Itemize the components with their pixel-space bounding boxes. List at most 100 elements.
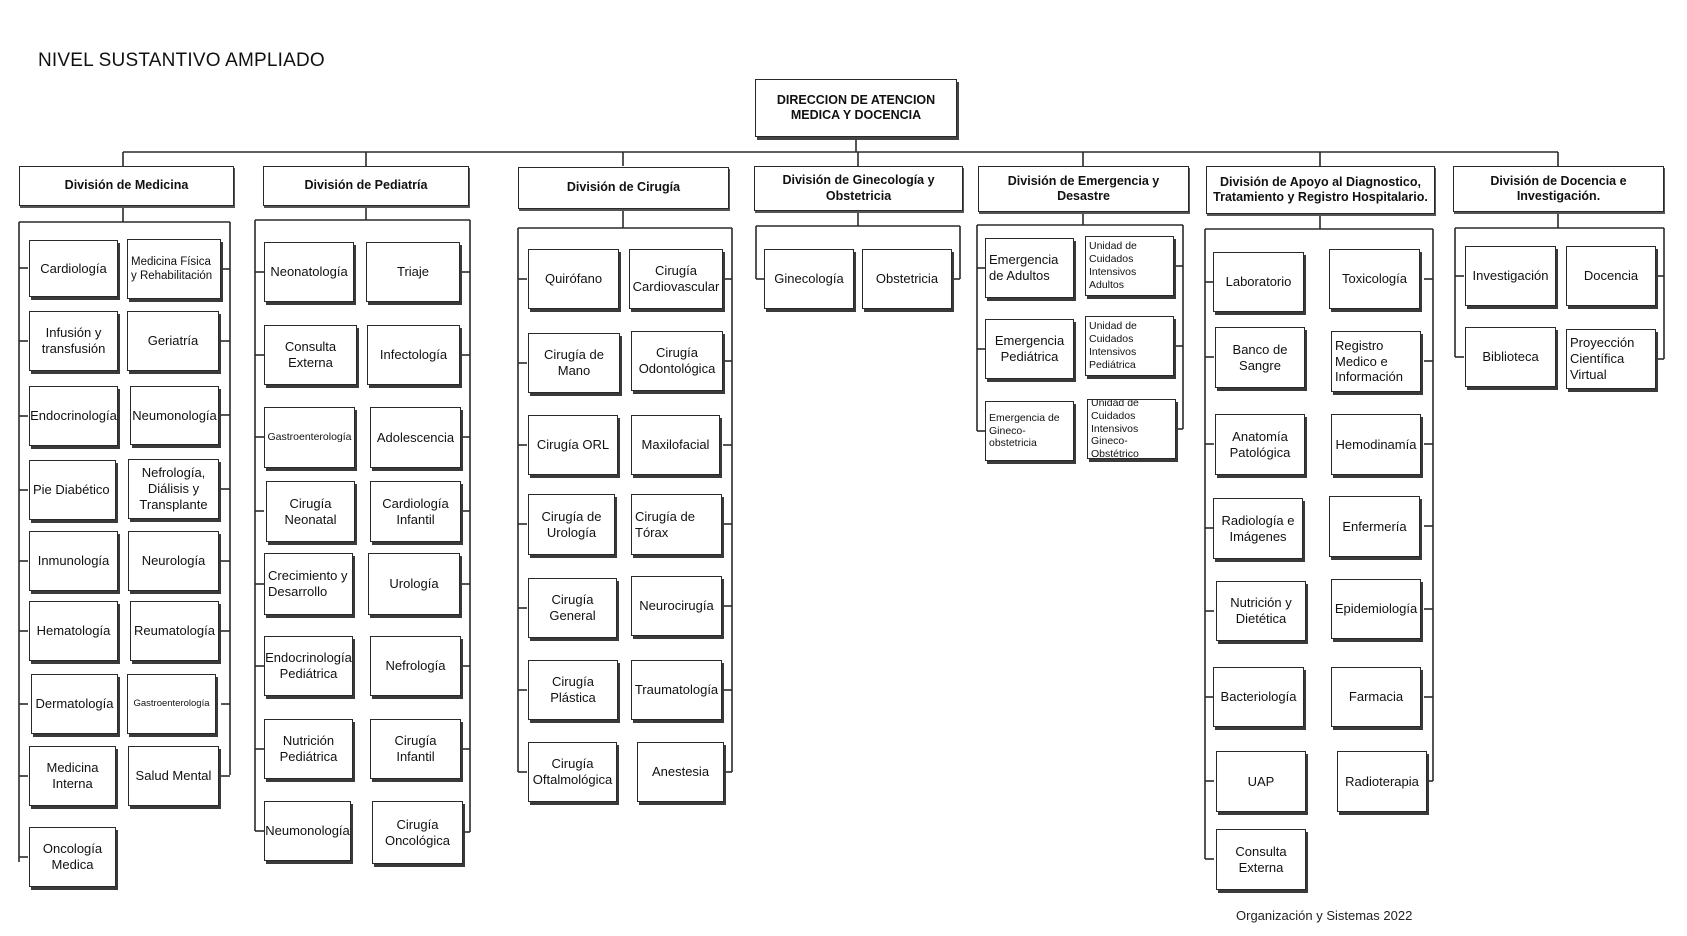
unit-label: Anatomía Patológica [1229,428,1291,460]
unit-label: Endocrinología Pediátrica [265,650,352,681]
unit-cirugia-urologia: Cirugía de Urología [528,494,615,555]
unit-label: Gastroenterología [267,431,352,444]
unit-uci-gineco: Unidad de Cuidados Intensivos Gineco-Obs… [1087,399,1176,459]
unit-neumonologia: Neumonología [130,386,219,445]
unit-label: Medicina Interna [46,760,99,791]
unit-label: Maxilofacial [641,437,710,453]
unit-label: Radioterapia [1345,773,1419,789]
unit-label: Urología [389,576,439,592]
unit-uap: UAP [1216,751,1306,812]
unit-geriatria: Geriatría [127,311,219,371]
unit-dermatologia: Dermatología [31,674,118,734]
unit-label: Neonatología [270,264,348,280]
division-ginecologia: División de Ginecología y Obstetricia [754,166,963,211]
unit-neonatologia: Neonatología [264,242,354,302]
division-emergencia-label: División de Emergencia y Desastre [1007,173,1160,203]
unit-label: Farmacia [1348,689,1404,705]
unit-label: Nutrición y Dietética [1230,595,1292,626]
unit-endocrinologia: Endocrinología [29,386,118,446]
unit-label: Radiología e Imágenes [1221,512,1295,544]
unit-banco-sangre: Banco de Sangre [1215,327,1305,388]
division-docencia: División de Docencia e Investigación. [1453,166,1664,212]
unit-label: Infusión y transfusión [41,325,106,356]
division-emergencia: División de Emergencia y Desastre [978,166,1189,212]
unit-label: Triaje [396,264,430,280]
unit-label: Docencia [1583,268,1639,284]
unit-cirugia-orl: Cirugía ORL [528,415,618,475]
unit-registro-medico: Registro Medico e Información [1331,331,1421,392]
unit-medicina-fisica: Medicina Física y Rehabilitación [127,239,221,299]
unit-cirugia-oftalmologica: Cirugía Oftalmológica [528,742,617,802]
unit-neurologia: Neurología [128,531,219,591]
unit-label: Quirófano [544,271,603,287]
unit-label: Toxicología [1341,271,1408,287]
unit-proyeccion-cientifica: Proyección Científica Virtual [1566,329,1656,389]
division-apoyo: División de Apoyo al Diagnostico, Tratam… [1206,166,1435,214]
unit-nefrologia-ped: Nefrología [370,636,461,696]
unit-label: Cardiología Infantil [382,495,449,527]
director-box: DIRECCION DE ATENCION MEDICA Y DOCENCIA [755,79,957,137]
unit-neumonologia-ped: Neumonología [264,801,351,861]
unit-enfermeria: Enfermería [1329,496,1420,557]
unit-label: Cirugía Cardiovascular [632,263,720,294]
unit-label: Emergencia de Adultos [989,252,1059,283]
unit-farmacia: Farmacia [1331,667,1421,727]
unit-label: Oncología Medica [42,841,103,872]
unit-inmunologia: Inmunología [29,531,118,591]
unit-label: Emergencia Pediátrica [994,333,1065,364]
unit-label: Cirugía de Urología [541,508,602,540]
unit-label: Cirugía ORL [536,437,610,453]
unit-label: Unidad de Cuidados Intensivos Adultos [1089,240,1137,291]
unit-label: Dermatología [35,696,114,712]
unit-cirugia-cardiovascular: Cirugía Cardiovascular [629,249,723,309]
unit-label: Laboratorio [1225,274,1292,290]
unit-label: Traumatología [634,682,719,698]
unit-label: Neurocirugía [639,598,714,614]
unit-cirugia-neonatal: Cirugía Neonatal [266,481,355,542]
unit-label: Nefrología [385,658,446,674]
unit-cardiologia: Cardiología [29,240,118,297]
unit-label: Cirugía de Tórax [635,508,695,540]
unit-cirugia-general: Cirugía General [528,578,617,638]
unit-bacteriologia: Bacteriología [1213,667,1304,727]
unit-hematologia: Hematología [29,601,118,661]
division-pediatria: División de Pediatría [263,166,469,206]
unit-label: Unidad de Cuidados Intensivos Pediátrica [1089,320,1137,371]
unit-label: Endocrinología [30,408,117,424]
unit-toxicologia: Toxicología [1329,249,1420,309]
unit-label: Cirugía Plástica [550,674,596,705]
unit-label: Unidad de Cuidados Intensivos Gineco-Obs… [1091,399,1139,459]
unit-label: Anestesia [651,764,710,780]
unit-label: Enfermería [1342,518,1407,534]
unit-label: Hemodinamía [1335,436,1417,452]
unit-label: Neumonología [132,407,217,423]
unit-traumatologia: Traumatología [631,660,722,720]
unit-biblioteca: Biblioteca [1465,327,1556,387]
unit-radiologia: Radiología e Imágenes [1213,498,1303,559]
unit-label: Crecimiento y Desarrollo [268,568,348,599]
unit-nefrologia-dialisis: Nefrología, Diálisis y Transplante [128,459,219,519]
unit-nutricion-ped: Nutrición Pediátrica [264,719,353,779]
unit-label: Cirugía Infantil [394,733,437,764]
unit-label: Neumonología [265,823,350,839]
division-medicina: División de Medicina [19,166,234,206]
unit-label: Consulta Externa [284,339,337,370]
unit-cirugia-mano: Cirugía de Mano [528,333,620,393]
unit-ginecologia: Ginecología [764,249,854,309]
unit-urologia-ped: Urología [368,553,460,615]
unit-medicina-interna: Medicina Interna [29,746,116,806]
unit-label: Neurología [141,553,206,569]
unit-maxilofacial: Maxilofacial [631,415,720,475]
unit-oncologia-medica: Oncología Medica [29,827,116,887]
unit-hemodinamia: Hemodinamía [1331,414,1421,475]
unit-uci-pediatrica: Unidad de Cuidados Intensivos Pediátrica [1085,316,1174,376]
unit-label: Epidemiología [1334,601,1418,617]
division-docencia-label: División de Docencia e Investigación. [1490,173,1627,203]
unit-label: Geriatría [147,333,199,349]
unit-cirugia-oncologica: Cirugía Oncológica [372,801,463,864]
unit-label: Obstetricia [875,271,939,287]
unit-label: Nefrología, Diálisis y Transplante [139,465,208,512]
unit-adolescencia: Adolescencia [370,407,461,468]
division-cirugia: División de Cirugía [518,167,729,209]
unit-neurocirugia: Neurocirugía [631,576,722,636]
